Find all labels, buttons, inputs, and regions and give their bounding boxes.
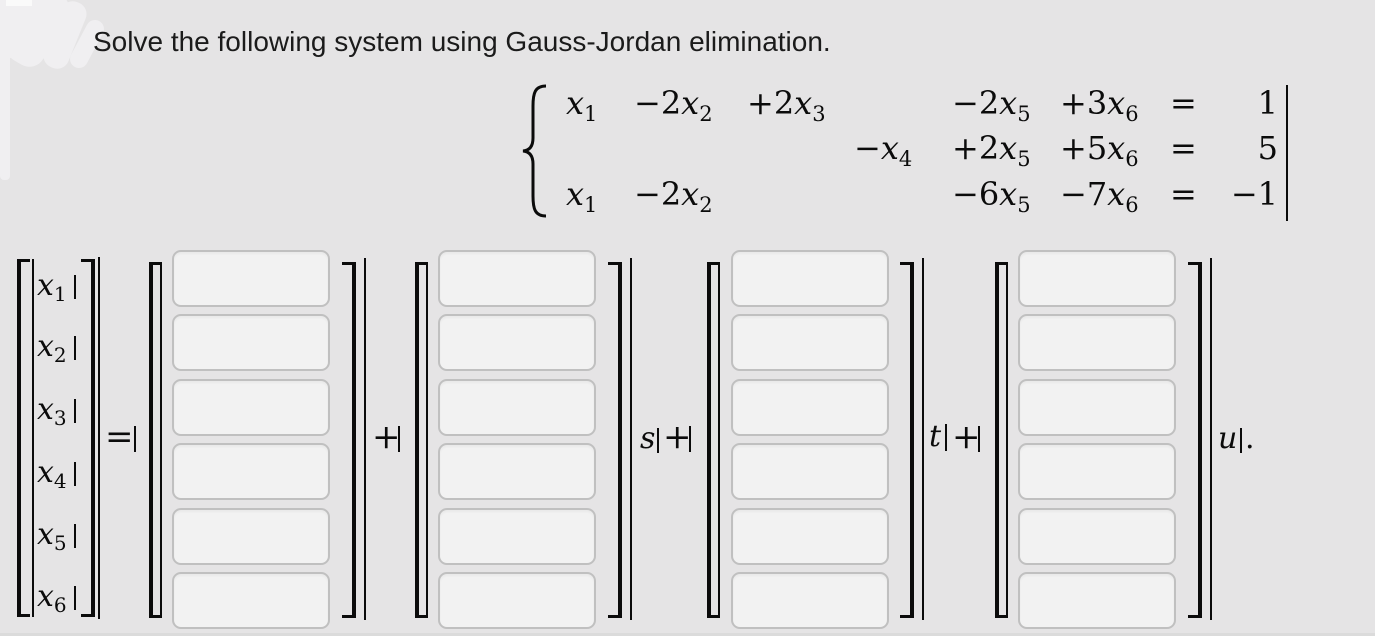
equals-sign: = [105, 417, 134, 457]
answer-box-u-6[interactable] [1018, 572, 1176, 629]
answer-box-p-6[interactable] [172, 572, 330, 629]
term: −2x2 [634, 84, 713, 126]
cursor-artifact [945, 424, 947, 451]
bracket-line [98, 257, 100, 619]
cursor-artifact [398, 426, 400, 452]
bracket-line [1006, 262, 1008, 618]
variable-label: x6 [37, 579, 67, 617]
cursor-artifact [978, 426, 980, 452]
term: −2x5 [952, 84, 1031, 126]
right-bracket [81, 259, 95, 617]
term: +5x6 [1060, 129, 1139, 171]
right-bracket [342, 262, 356, 618]
parameter-t: t [929, 419, 942, 454]
equals-sign: = [1170, 84, 1197, 122]
answer-box-s-2[interactable] [438, 314, 596, 371]
answer-box-t-3[interactable] [731, 379, 889, 436]
bracket-line [160, 262, 162, 618]
cursor-artifact [74, 462, 76, 486]
answer-box-u-4[interactable] [1018, 443, 1176, 500]
divider-bar [1286, 85, 1288, 221]
term: +2x5 [952, 129, 1031, 171]
parameter-u: u [1218, 421, 1238, 456]
term: −6x5 [952, 175, 1031, 217]
variable-label: x4 [37, 455, 67, 493]
answer-box-p-5[interactable] [172, 508, 330, 565]
cursor-artifact [1240, 428, 1242, 453]
right-bracket [1188, 262, 1202, 618]
rhs-value: 5 [1257, 129, 1278, 167]
scribble-decoration [6, 0, 32, 6]
term: x1 [566, 84, 598, 126]
left-bracket [707, 262, 720, 618]
equals-sign: = [1170, 129, 1197, 167]
bracket-line [364, 258, 366, 620]
cursor-artifact [134, 426, 136, 452]
answer-box-s-6[interactable] [438, 572, 596, 629]
answer-box-t-5[interactable] [731, 508, 889, 565]
equals-sign: = [1170, 175, 1197, 213]
answer-box-s-5[interactable] [438, 508, 596, 565]
variable-label: x3 [37, 392, 67, 430]
left-bracket [995, 262, 1008, 618]
answer-box-p-4[interactable] [172, 443, 330, 500]
answer-box-s-1[interactable] [438, 250, 596, 307]
plus-sign: + [952, 417, 981, 457]
answer-box-u-5[interactable] [1018, 508, 1176, 565]
right-bracket [900, 262, 914, 618]
plus-sign: + [663, 417, 692, 457]
term: +3x6 [1060, 84, 1139, 126]
cursor-artifact [74, 275, 76, 299]
variable-label: x5 [37, 517, 67, 555]
scribble-decoration [0, 30, 10, 180]
answer-box-p-2[interactable] [172, 314, 330, 371]
rhs-value: −1 [1230, 175, 1278, 213]
bracket-line [426, 262, 428, 618]
parameter-s: s [640, 421, 656, 456]
left-curly-brace [522, 84, 547, 218]
bracket-line [922, 258, 924, 620]
answer-box-t-1[interactable] [731, 250, 889, 307]
cursor-artifact [74, 586, 76, 610]
answer-box-u-3[interactable] [1018, 379, 1176, 436]
term: x1 [566, 175, 598, 217]
right-bracket [608, 262, 622, 618]
answer-box-s-4[interactable] [438, 443, 596, 500]
variable-label: x2 [37, 329, 67, 367]
period: . [1245, 421, 1255, 456]
bracket-line [718, 262, 720, 618]
answer-box-p-3[interactable] [172, 379, 330, 436]
term: +2x3 [747, 84, 826, 126]
cursor-artifact [74, 399, 76, 423]
answer-box-u-2[interactable] [1018, 314, 1176, 371]
answer-box-t-6[interactable] [731, 572, 889, 629]
variable-label: x1 [37, 268, 67, 306]
bracket-line [630, 258, 632, 620]
answer-box-p-1[interactable] [172, 250, 330, 307]
cursor-artifact [689, 426, 691, 452]
bracket-line [1210, 258, 1212, 620]
answer-box-t-4[interactable] [731, 443, 889, 500]
problem-statement: Solve the following system using Gauss-J… [93, 26, 831, 57]
left-bracket [17, 259, 30, 617]
term: −2x2 [634, 175, 713, 217]
bottom-edge [0, 633, 1375, 636]
answer-box-u-1[interactable] [1018, 250, 1176, 307]
rhs-value: 1 [1257, 84, 1278, 122]
cursor-artifact [74, 336, 76, 360]
cursor-artifact [657, 428, 659, 453]
answer-box-s-3[interactable] [438, 379, 596, 436]
plus-sign: + [372, 417, 401, 457]
cursor-artifact [74, 524, 76, 548]
bracket-line [32, 259, 34, 617]
left-bracket [149, 262, 162, 618]
term: −7x6 [1060, 175, 1139, 217]
term: −x4 [854, 129, 913, 171]
left-bracket [415, 262, 428, 618]
answer-box-t-2[interactable] [731, 314, 889, 371]
